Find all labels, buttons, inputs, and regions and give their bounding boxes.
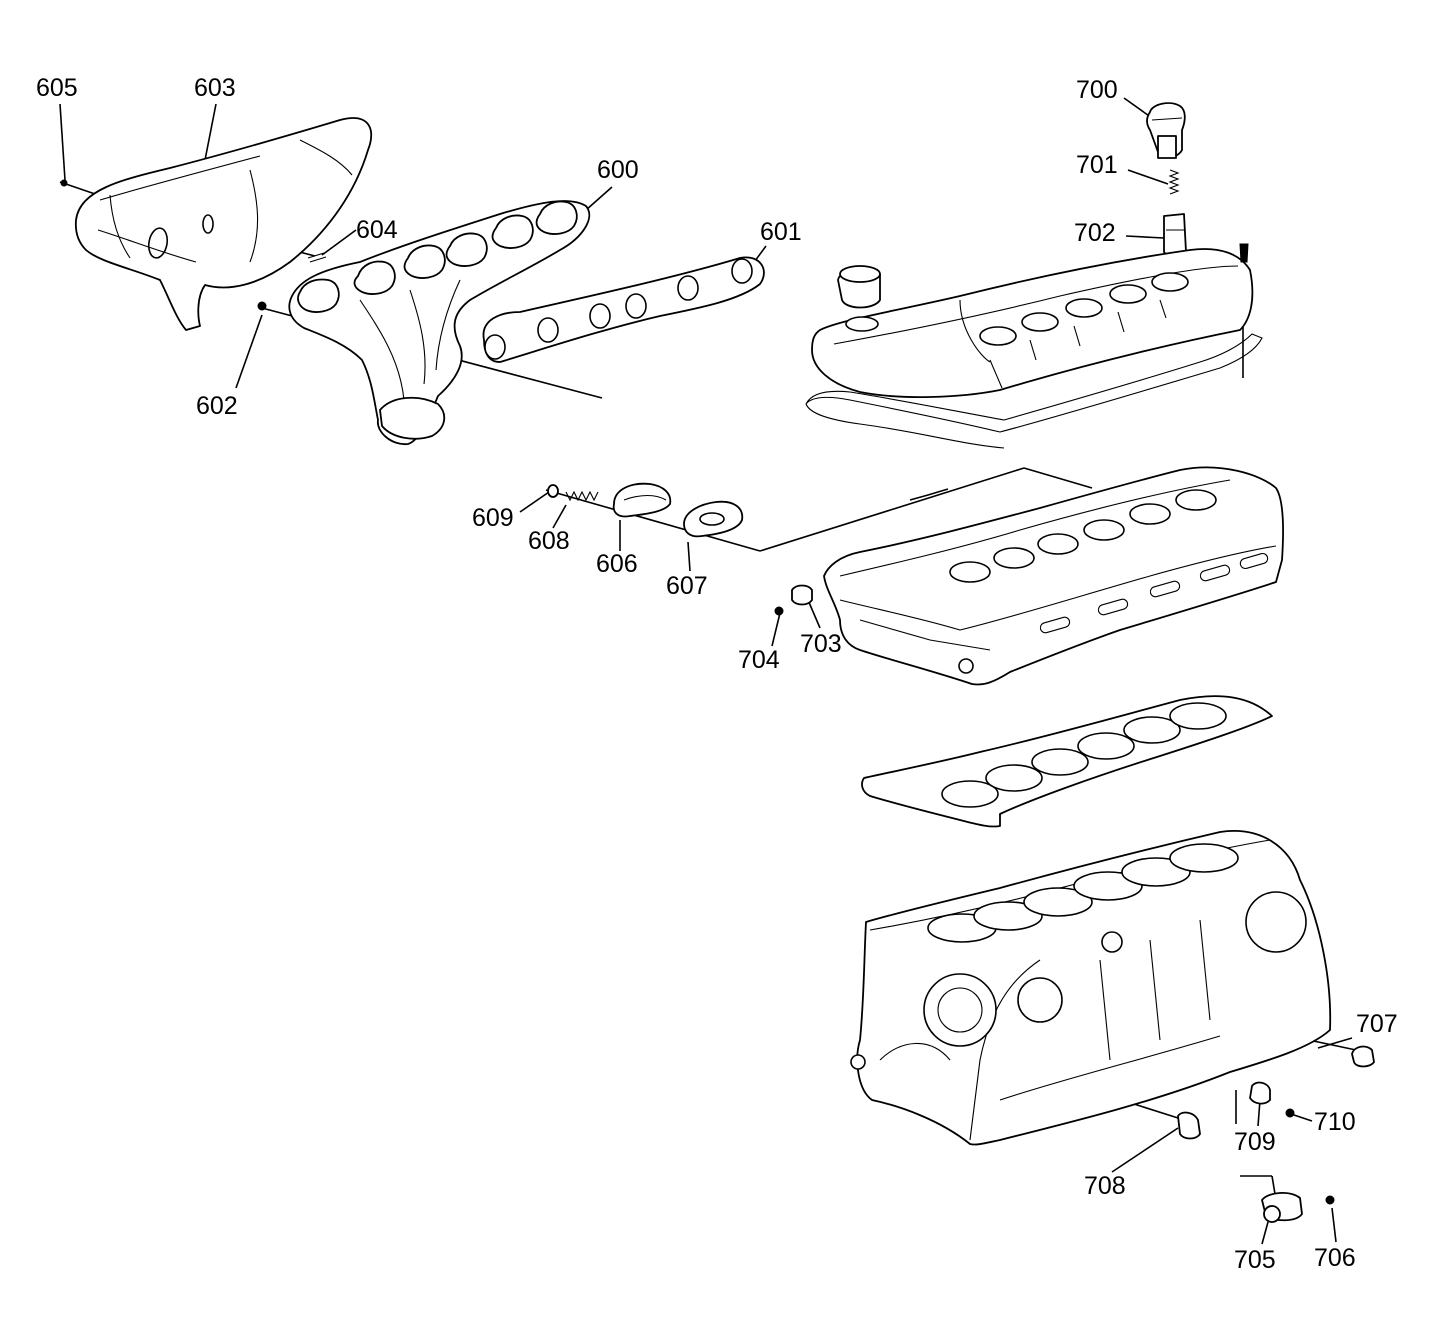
callout-703: 703 <box>800 630 842 658</box>
gasket-607 <box>683 500 744 538</box>
callout-606: 606 <box>596 550 638 578</box>
head-gasket <box>861 695 1273 828</box>
callout-601: 601 <box>760 218 802 246</box>
callout-704: 704 <box>738 646 780 674</box>
callout-710: 710 <box>1314 1108 1356 1136</box>
callout-604: 604 <box>356 216 398 244</box>
callout-702: 702 <box>1074 219 1116 247</box>
callout-707: 707 <box>1356 1010 1398 1038</box>
engine-block <box>850 830 1332 1146</box>
callout-605: 605 <box>36 74 78 102</box>
callout-705: 705 <box>1234 1246 1276 1274</box>
callout-709: 709 <box>1234 1128 1276 1156</box>
stud-608 <box>565 490 599 502</box>
spring-701 <box>1168 169 1180 195</box>
camshaft-cover <box>811 243 1254 398</box>
heat-shield-603 <box>60 117 373 331</box>
callout-labels: 605 603 600 604 601 602 700 701 702 609 … <box>36 74 1398 1274</box>
boot-702 <box>1163 213 1187 258</box>
callout-608: 608 <box>528 527 570 555</box>
callout-700: 700 <box>1076 76 1118 104</box>
cover-606 <box>612 482 672 518</box>
callout-607: 607 <box>666 572 708 600</box>
plug-707 <box>1351 1045 1375 1068</box>
exhaust-manifold-600 <box>257 200 591 445</box>
bolt-706 <box>1325 1195 1335 1205</box>
callout-706: 706 <box>1314 1244 1356 1272</box>
sensor-705 <box>1261 1192 1303 1223</box>
callout-609: 609 <box>472 504 514 532</box>
camshaft-cover-gasket <box>805 333 1263 449</box>
cylinder-head <box>774 466 1285 686</box>
callout-701: 701 <box>1076 151 1118 179</box>
manifold-gasket-601 <box>482 256 765 363</box>
bolt-609 <box>547 484 559 498</box>
callout-600: 600 <box>597 156 639 184</box>
ignition-coil-700 <box>1146 102 1186 159</box>
sensor-708 <box>1177 1111 1201 1140</box>
bolt-710 <box>1285 1108 1295 1118</box>
callout-708: 708 <box>1084 1172 1126 1200</box>
leader-lines <box>59 97 1353 1245</box>
sensor-709 <box>1249 1081 1271 1105</box>
callout-603: 603 <box>194 74 236 102</box>
callout-602: 602 <box>196 392 238 420</box>
